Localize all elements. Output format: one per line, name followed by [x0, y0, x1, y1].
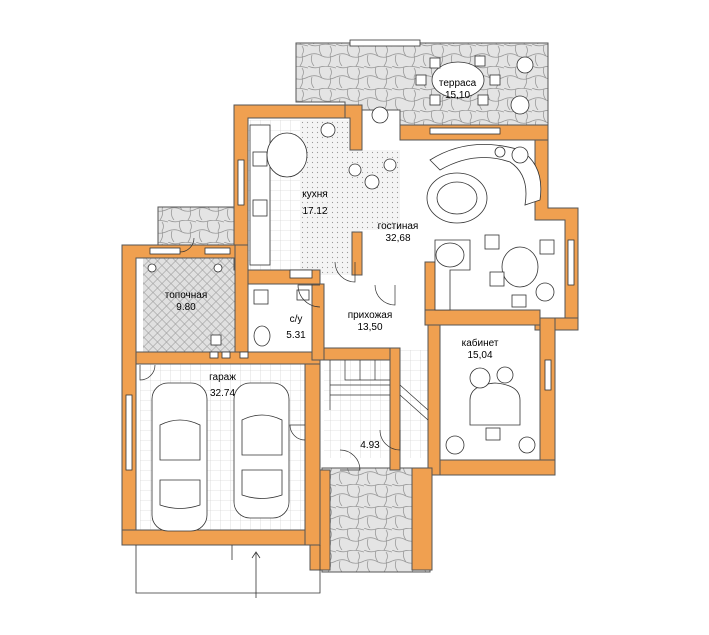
chair-icon — [429, 94, 441, 106]
table-icon — [266, 132, 308, 178]
room-name: гараж — [209, 372, 236, 383]
living-furniture — [426, 144, 555, 311]
chair-icon — [477, 94, 489, 106]
room-name: топочная — [164, 290, 208, 301]
table-icon — [431, 61, 485, 99]
room-label-living: гостиная 32,68 — [368, 221, 428, 245]
room-name: кабинет — [461, 338, 499, 349]
chair-icon — [364, 174, 380, 190]
plant-icon — [511, 146, 529, 164]
room-label-study: кабинет 15,04 — [450, 338, 510, 362]
room-label-terrace: терраса 15,10 — [420, 78, 495, 102]
study-furniture — [445, 366, 536, 455]
garage-cars — [151, 382, 290, 532]
room-area: 32.74 — [209, 388, 236, 399]
room-area: 4.93 — [360, 440, 380, 451]
chair-icon — [485, 427, 501, 441]
windows — [125, 39, 575, 471]
plant-icon — [445, 435, 465, 455]
kitchen-fixtures — [249, 122, 397, 279]
chair-icon — [484, 234, 500, 250]
room-label-kitchen: кухня 17.12 — [290, 189, 340, 218]
room-label-hall: прихожая 13,50 — [340, 310, 400, 334]
door-swing-icon — [139, 237, 401, 471]
plant-icon — [516, 56, 534, 74]
car-icon — [151, 382, 208, 532]
chair-icon — [348, 163, 362, 177]
room-area: 9.80 — [176, 302, 196, 313]
plant-icon — [320, 122, 336, 138]
car-icon — [233, 382, 290, 519]
chair-icon — [489, 74, 501, 86]
room-area: 13,50 — [357, 322, 383, 333]
chair-icon — [539, 239, 555, 255]
room-name: терраса — [438, 78, 477, 89]
room-name: с/у — [289, 314, 303, 325]
plant-icon — [535, 282, 555, 302]
room-area: 32,68 — [385, 233, 411, 244]
room-name: прихожая — [347, 310, 393, 321]
room-area: 15,04 — [467, 350, 493, 361]
terrace-furniture — [371, 55, 534, 124]
room-area: 5.31 — [286, 330, 306, 341]
plant-icon — [494, 146, 506, 158]
stairs-icon — [329, 360, 429, 421]
chair-icon — [474, 55, 486, 67]
room-name: кухня — [302, 189, 328, 200]
chair-icon — [415, 74, 427, 86]
plant-icon — [371, 106, 389, 124]
room-label-boiler: топочная 9.80 — [155, 290, 217, 314]
room-label-vestibule: 4.93 — [352, 440, 388, 452]
exterior-walls — [121, 104, 579, 571]
chair-icon — [511, 294, 527, 308]
room-label-bathroom: с/у 5.31 — [278, 314, 314, 342]
garage-apron — [135, 545, 321, 598]
chair-icon — [383, 158, 397, 172]
plant-icon — [518, 436, 536, 454]
room-name: гостиная — [377, 221, 419, 232]
plant-icon — [510, 95, 530, 115]
chair-icon — [429, 57, 441, 69]
room-area: 15,10 — [444, 90, 471, 101]
room-area: 17.12 — [302, 206, 328, 217]
table-icon — [501, 246, 539, 288]
room-label-garage: гараж 32.74 — [195, 372, 250, 400]
chair-icon — [489, 271, 505, 287]
utility-fixtures — [147, 263, 310, 359]
